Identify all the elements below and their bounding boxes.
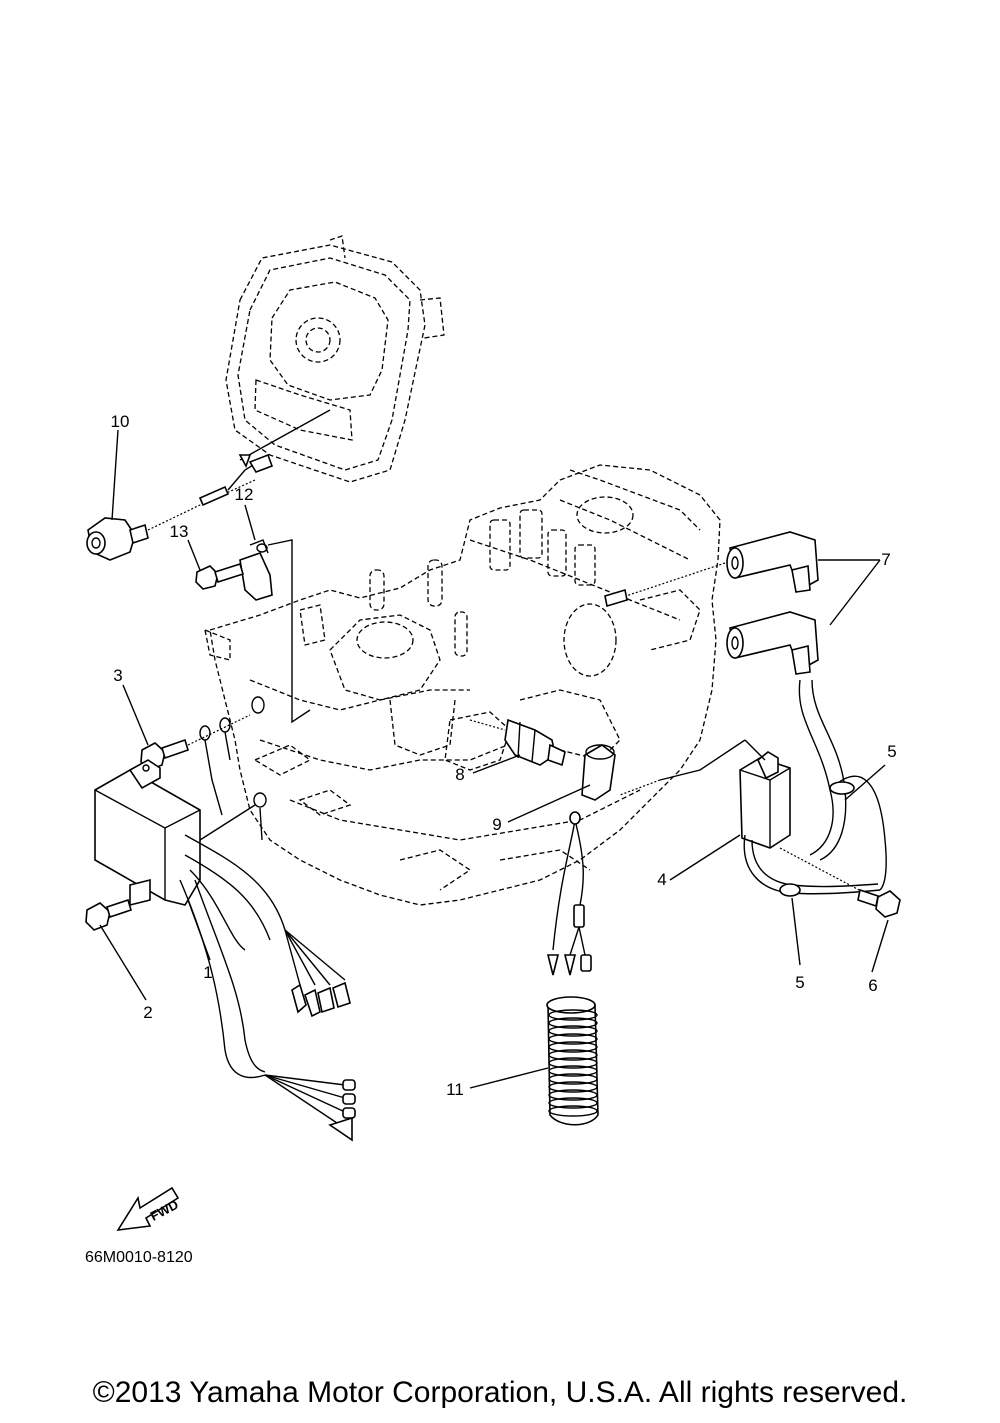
callout-5a: 5	[887, 742, 896, 761]
tube-rib	[548, 1017, 598, 1029]
callout-5b: 5	[795, 973, 804, 992]
leader-lines	[99, 429, 889, 1089]
part-10-thermo-switch	[86, 409, 331, 561]
tube-rib	[548, 1057, 598, 1069]
part-8-sensor	[469, 718, 566, 767]
flywheel-cover	[225, 235, 445, 483]
tube-rib	[548, 1041, 598, 1053]
tube-rib	[548, 1065, 598, 1077]
fwd-arrow: FWD	[116, 1186, 181, 1232]
part-12-clamp	[239, 539, 273, 601]
tube-rib	[548, 1033, 598, 1045]
tube-rib	[548, 1081, 598, 1093]
part-1-cdi-unit	[94, 759, 356, 1142]
part-6-bolt	[857, 888, 901, 918]
callout-1: 1	[203, 963, 212, 982]
copyright-notice: ©2013 Yamaha Motor Corporation, U.S.A. A…	[92, 1376, 908, 1409]
part-9-plug-cap	[546, 744, 616, 976]
tube-rib	[548, 1089, 598, 1101]
tube-rib	[548, 1073, 598, 1085]
part-11-corrugated-tube	[546, 996, 599, 1126]
callout-2: 2	[143, 1003, 152, 1022]
callout-9: 9	[492, 815, 501, 834]
tube-rib	[548, 1097, 598, 1109]
callout-11: 11	[446, 1080, 464, 1099]
callout-4: 4	[657, 870, 666, 889]
callout-10: 10	[111, 412, 130, 431]
tube-rib	[548, 1025, 598, 1037]
callout-7: 7	[881, 550, 890, 569]
callout-8: 8	[455, 765, 464, 784]
callout-13: 13	[170, 522, 189, 541]
callout-12: 12	[235, 485, 254, 504]
callout-numbers: 1 2 3 4 5 5 6 7 8 9 10 11 12 13	[111, 412, 897, 1099]
part-7-plug-caps	[604, 531, 819, 675]
diagram-code: 66M0010-8120	[85, 1249, 193, 1266]
callout-3: 3	[113, 666, 122, 685]
callout-6: 6	[868, 976, 877, 995]
part-13-bolt	[195, 562, 244, 590]
tube-rib	[548, 1105, 598, 1117]
engine-block	[204, 464, 721, 906]
tube-rib	[548, 1009, 598, 1021]
part-2-bolt	[85, 898, 132, 931]
tube-rib	[548, 1049, 598, 1061]
